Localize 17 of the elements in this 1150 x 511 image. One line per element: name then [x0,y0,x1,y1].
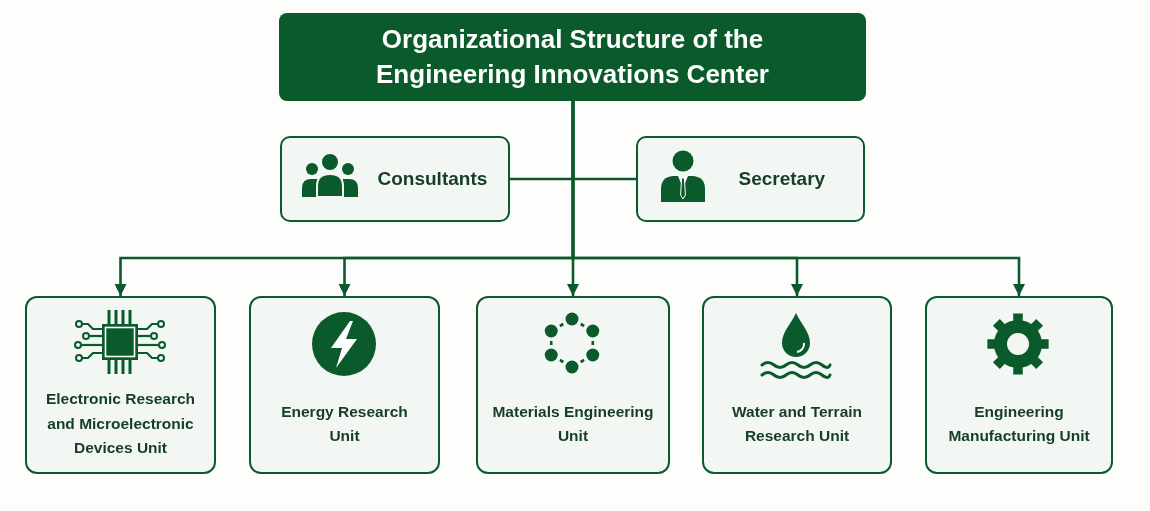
unit-label: Water and Terrain Research Unit [730,401,864,446]
unit-box [702,296,892,474]
header-box [279,13,866,101]
role-box [636,136,865,222]
unit-label: Electronic Research and Microelectronic Devices Unit [44,389,196,459]
role-box [280,136,510,222]
unit-box [25,296,216,474]
unit-label: Materials Engineering Unit [491,401,655,446]
arrow [571,101,1025,296]
header-text: Organizational Structure of the Engineering Innovations Center [375,23,770,91]
unit-box [925,296,1113,474]
unit-box [476,296,670,474]
unit-label: Energy Research Unit [280,401,409,446]
unit-box [249,296,440,474]
role-label: Secretary [738,168,826,190]
unit-label: Engineering Manufacturing Unit [947,401,1091,446]
role-label: Consultants [377,168,488,190]
